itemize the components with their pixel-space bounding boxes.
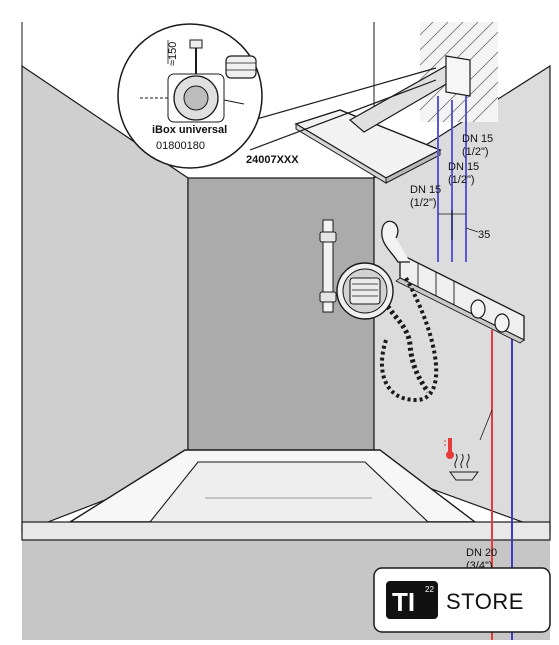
valve-trim: [336, 262, 394, 320]
thermometer-icon: [444, 438, 454, 459]
back-wall: [187, 177, 375, 469]
ibox-cap: [225, 55, 257, 79]
store-logo-sup: 22: [425, 585, 434, 594]
pipe-mid-inch: (1/2"): [448, 174, 475, 186]
control-knob-2: [494, 313, 510, 333]
handshower-rail: [319, 219, 337, 313]
product-code: 24007XXX: [246, 154, 299, 166]
steam-icon: [449, 453, 479, 481]
bathtub-front: [21, 521, 551, 541]
store-text: STORE: [446, 589, 524, 614]
thermostat-module: [395, 252, 525, 344]
store-badge: TI 22 STORE: [373, 567, 551, 633]
ibox-body: [140, 39, 245, 123]
ibox-code: 01800180: [156, 140, 205, 152]
ibox-label: iBox universal: [152, 124, 227, 136]
pipe-mid-size: DN 15: [448, 161, 479, 173]
main-pipe-size: DN 20: [466, 547, 497, 559]
pipe-low-size: DN 15: [410, 184, 441, 196]
overhead-shower: [294, 55, 471, 184]
spacing-label: 35: [478, 229, 490, 241]
store-logo: [386, 581, 438, 619]
leader-hot: [479, 409, 493, 441]
pipe-top-size: DN 15: [462, 133, 493, 145]
pipe-top-inch: (1/2"): [462, 146, 489, 158]
control-knob-1: [470, 299, 486, 319]
ibox-dim-label: ≈150: [167, 42, 179, 66]
pipe-low-inch: (1/2"): [410, 197, 437, 209]
store-logo-text: TI: [392, 587, 415, 617]
ibox-callout: ≈150: [117, 23, 437, 169]
